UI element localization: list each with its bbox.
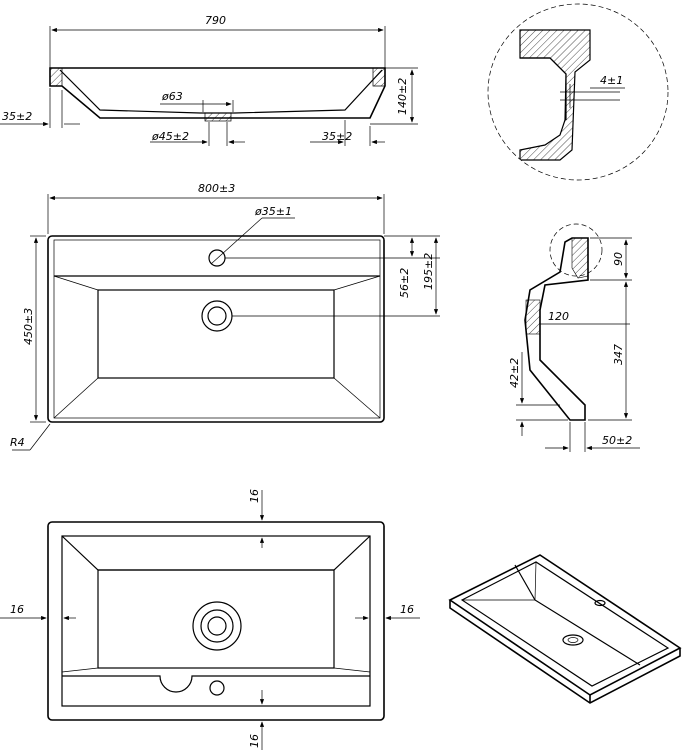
dim-drain-inner: ø45±2	[151, 130, 189, 143]
dim-tap-offset-2: 195±2	[422, 253, 435, 290]
dim-corner-radius: R4	[10, 436, 25, 449]
dim-bottom-left: 16	[10, 603, 24, 616]
dim-top-width: 790	[205, 14, 226, 27]
dim-bottom-right: 16	[400, 603, 414, 616]
bottom-view: 16 16 16 16	[0, 489, 420, 750]
dim-top-rim: 35±2	[2, 110, 32, 123]
side-profile: 90 120 347 42±2 50±2	[508, 223, 640, 452]
dim-side-bottom: 42±2	[508, 358, 521, 388]
dim-top-depth: 140±2	[396, 78, 409, 115]
plan-view: 800±3 450±3 ø35±1 56±2 195±2 R4	[10, 182, 440, 451]
dim-side-top: 90	[612, 252, 625, 266]
dim-side-base: 50±2	[602, 434, 632, 447]
dim-bottom-bottom: 16	[248, 734, 261, 748]
dim-plan-width: 800±3	[198, 182, 235, 195]
detail-view: 4±1	[487, 3, 669, 181]
dim-tap-hole: ø35±1	[254, 205, 292, 218]
dim-detail-gap: 4±1	[600, 74, 623, 87]
section-view: 790 140±2 35±2 ø63 ø45±2 35±2	[0, 14, 418, 146]
dim-side-drain: 120	[548, 310, 569, 323]
isometric-view	[448, 554, 682, 704]
dim-plan-height: 450±3	[22, 308, 35, 345]
dim-tap-offset-1: 56±2	[398, 268, 411, 298]
dim-bottom-top: 16	[248, 489, 261, 503]
dim-drain-outer: ø63	[161, 90, 183, 103]
dim-bottom-offset: 35±2	[322, 130, 352, 143]
dim-side-height: 347	[612, 344, 625, 365]
